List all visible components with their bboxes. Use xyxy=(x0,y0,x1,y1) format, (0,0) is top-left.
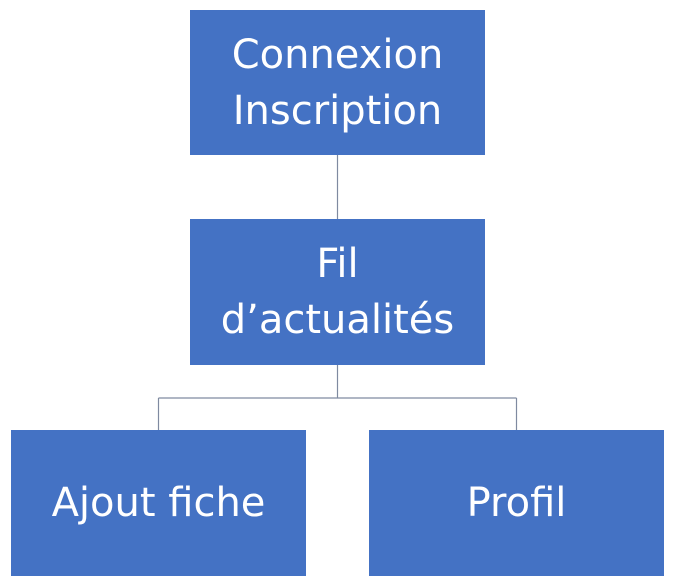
node-ajout-fiche: Ajout fiche xyxy=(11,430,306,576)
node-profil: Profil xyxy=(369,430,664,576)
node-add-label: Ajout fiche xyxy=(51,480,266,526)
node-profile-label: Profil xyxy=(466,480,567,526)
node-root-line-1: Connexion xyxy=(231,31,444,78)
node-connexion-inscription: Connexion Inscription xyxy=(190,10,485,155)
node-root-line-2: Inscription xyxy=(232,87,443,134)
node-fil-actualites: Fil d’actualités xyxy=(190,219,485,365)
node-feed-line-1: Fil xyxy=(316,241,359,287)
node-feed-line-2: d’actualités xyxy=(220,297,455,343)
